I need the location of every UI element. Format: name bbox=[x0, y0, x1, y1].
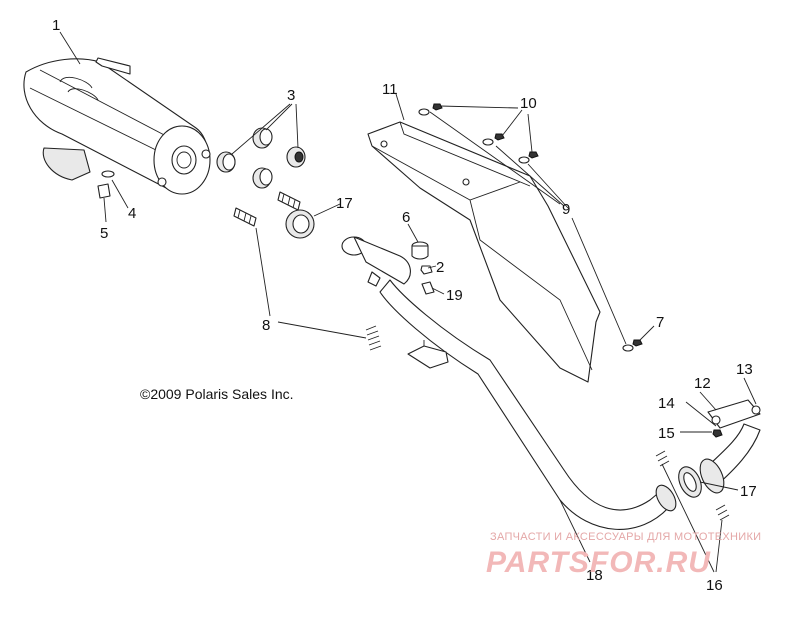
callout-5: 5 bbox=[100, 225, 108, 242]
screws-and-washers bbox=[418, 103, 643, 352]
watermark: ЗАПЧАСТИ И АКСЕССУАРЫ ДЛЯ МОТОТЕХНИКИ PA… bbox=[486, 531, 761, 579]
callout-15: 15 bbox=[658, 425, 675, 442]
callout-18: 18 bbox=[586, 567, 603, 584]
callout-9: 9 bbox=[562, 201, 570, 218]
plug-and-fasteners bbox=[411, 241, 435, 295]
callout-2: 2 bbox=[436, 259, 444, 276]
callout-3: 3 bbox=[287, 87, 295, 104]
callout-6: 6 bbox=[402, 209, 410, 226]
callout-13: 13 bbox=[736, 361, 753, 378]
springs-lower bbox=[655, 450, 730, 521]
callout-1: 1 bbox=[52, 17, 60, 34]
heat-shield bbox=[367, 121, 601, 383]
callout-numbers: 1 2 3 4 5 6 7 8 9 10 11 12 13 14 15 16 1… bbox=[52, 17, 757, 594]
callout-12: 12 bbox=[694, 375, 711, 392]
callout-11: 11 bbox=[382, 81, 398, 98]
pin-and-washer bbox=[97, 170, 115, 199]
tail-pipe bbox=[699, 399, 761, 494]
callout-8: 8 bbox=[262, 317, 270, 334]
head-pipe bbox=[341, 236, 677, 530]
gasket-lower bbox=[678, 466, 702, 498]
callout-16: 16 bbox=[706, 577, 723, 594]
callout-19: 19 bbox=[446, 287, 463, 304]
callout-4: 4 bbox=[128, 205, 136, 222]
callout-17-upper: 17 bbox=[336, 195, 353, 212]
gasket-upper bbox=[285, 209, 315, 239]
callout-17-lower: 17 bbox=[740, 483, 757, 500]
callout-14: 14 bbox=[658, 395, 675, 412]
watermark-brand: PARTSFOR.RU bbox=[486, 546, 711, 579]
callout-7: 7 bbox=[656, 314, 664, 331]
muffler bbox=[23, 57, 211, 195]
watermark-subtitle: ЗАПЧАСТИ И АКСЕССУАРЫ ДЛЯ МОТОТЕХНИКИ bbox=[490, 531, 761, 543]
copyright-text: ©2009 Polaris Sales Inc. bbox=[140, 386, 294, 402]
callout-10: 10 bbox=[520, 95, 537, 112]
leader-lines bbox=[59, 31, 757, 573]
rubber-grommets bbox=[216, 127, 306, 189]
